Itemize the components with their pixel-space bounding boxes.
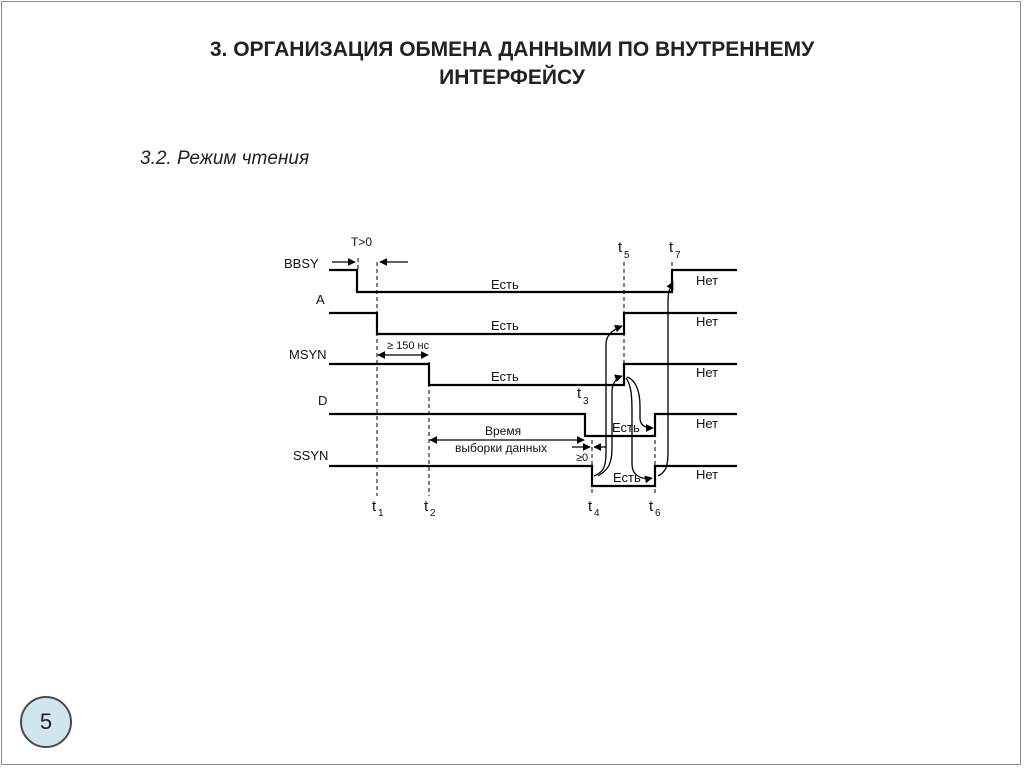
annotation-t-gt-0: T>0	[351, 235, 372, 249]
state-label-a-inactive: Нет	[696, 314, 718, 329]
time-mark-t6: t 6	[649, 498, 661, 519]
slide-title-line-1: 3. ОРГАНИЗАЦИЯ ОБМЕНА ДАННЫМИ ПО ВНУТРЕН…	[209, 38, 815, 61]
time-mark-t2-letter: t	[424, 498, 429, 515]
a-waveform	[329, 311, 737, 336]
state-label-a-active: Есть	[491, 318, 519, 333]
signal-label-msyn: MSYN	[289, 347, 327, 362]
time-mark-t6-subscript: 6	[655, 508, 661, 519]
slide-title-line-2: ИНТЕРФЕЙСУ	[439, 66, 585, 89]
time-mark-t6-letter: t	[649, 498, 654, 515]
slide-title: 3. ОРГАНИЗАЦИЯ ОБМЕНА ДАННЫМИ ПО ВНУТРЕН…	[0, 36, 1024, 92]
signal-label-a: A	[316, 292, 325, 307]
state-label-msyn-active: Есть	[491, 369, 519, 384]
signal-label-ssyn: SSYN	[293, 448, 328, 463]
ssyn-waveform	[329, 464, 737, 488]
bbsy-waveform	[329, 268, 737, 294]
annotation-sample-time-1: Время	[485, 424, 521, 438]
state-label-bbsy-active: Есть	[491, 277, 519, 292]
signal-label-bbsy: BBSY	[284, 256, 319, 271]
arrow-ssyn-to-msyn	[597, 374, 623, 477]
page-number: 5	[39, 709, 53, 734]
time-mark-t4: t 4	[588, 498, 600, 519]
arrow-msyn-to-d	[626, 376, 654, 432]
time-mark-t7: t 7	[669, 239, 681, 261]
time-mark-t5-letter: t	[618, 239, 623, 256]
time-mark-t7-letter: t	[669, 239, 674, 256]
time-mark-t3: t 3	[577, 385, 589, 407]
annotation-150ns: ≥ 150 нс	[387, 340, 430, 352]
time-mark-t7-subscript: 7	[675, 250, 681, 261]
state-label-d-inactive: Нет	[696, 416, 718, 431]
time-mark-t5: t 5	[618, 239, 630, 261]
time-mark-t5-subscript: 5	[624, 250, 630, 261]
time-mark-t1-letter: t	[372, 498, 377, 515]
section-subtitle: 3.2. Режим чтения	[140, 148, 310, 169]
time-mark-t4-letter: t	[588, 498, 593, 515]
arrow-msyn-to-ssyn	[625, 377, 653, 484]
time-mark-t1: t 1	[372, 498, 384, 519]
state-label-ssyn-inactive: Нет	[696, 467, 718, 482]
time-mark-t1-subscript: 1	[378, 508, 384, 519]
time-mark-t2-subscript: 2	[430, 508, 436, 519]
arrow-ssyn-to-a	[593, 324, 623, 477]
annotation-sample-time-2: выборки данных	[455, 441, 547, 455]
d-waveform	[329, 412, 737, 438]
annotation-ge-0: ≥0	[576, 452, 588, 464]
state-label-ssyn-active: Есть	[613, 470, 641, 485]
time-mark-t2: t 2	[424, 498, 436, 519]
msyn-waveform	[329, 362, 737, 387]
time-mark-t3-letter: t	[577, 385, 582, 402]
state-label-d-active: Есть	[612, 420, 640, 435]
time-mark-t3-subscript: 3	[583, 396, 589, 407]
state-label-msyn-inactive: Нет	[696, 365, 718, 380]
signal-label-d: D	[318, 393, 327, 408]
arrow-ssyn-to-bbsy	[657, 281, 674, 477]
time-mark-t4-subscript: 4	[594, 508, 600, 519]
page-number-badge: 5	[20, 696, 72, 748]
state-label-bbsy-inactive: Нет	[696, 273, 718, 288]
